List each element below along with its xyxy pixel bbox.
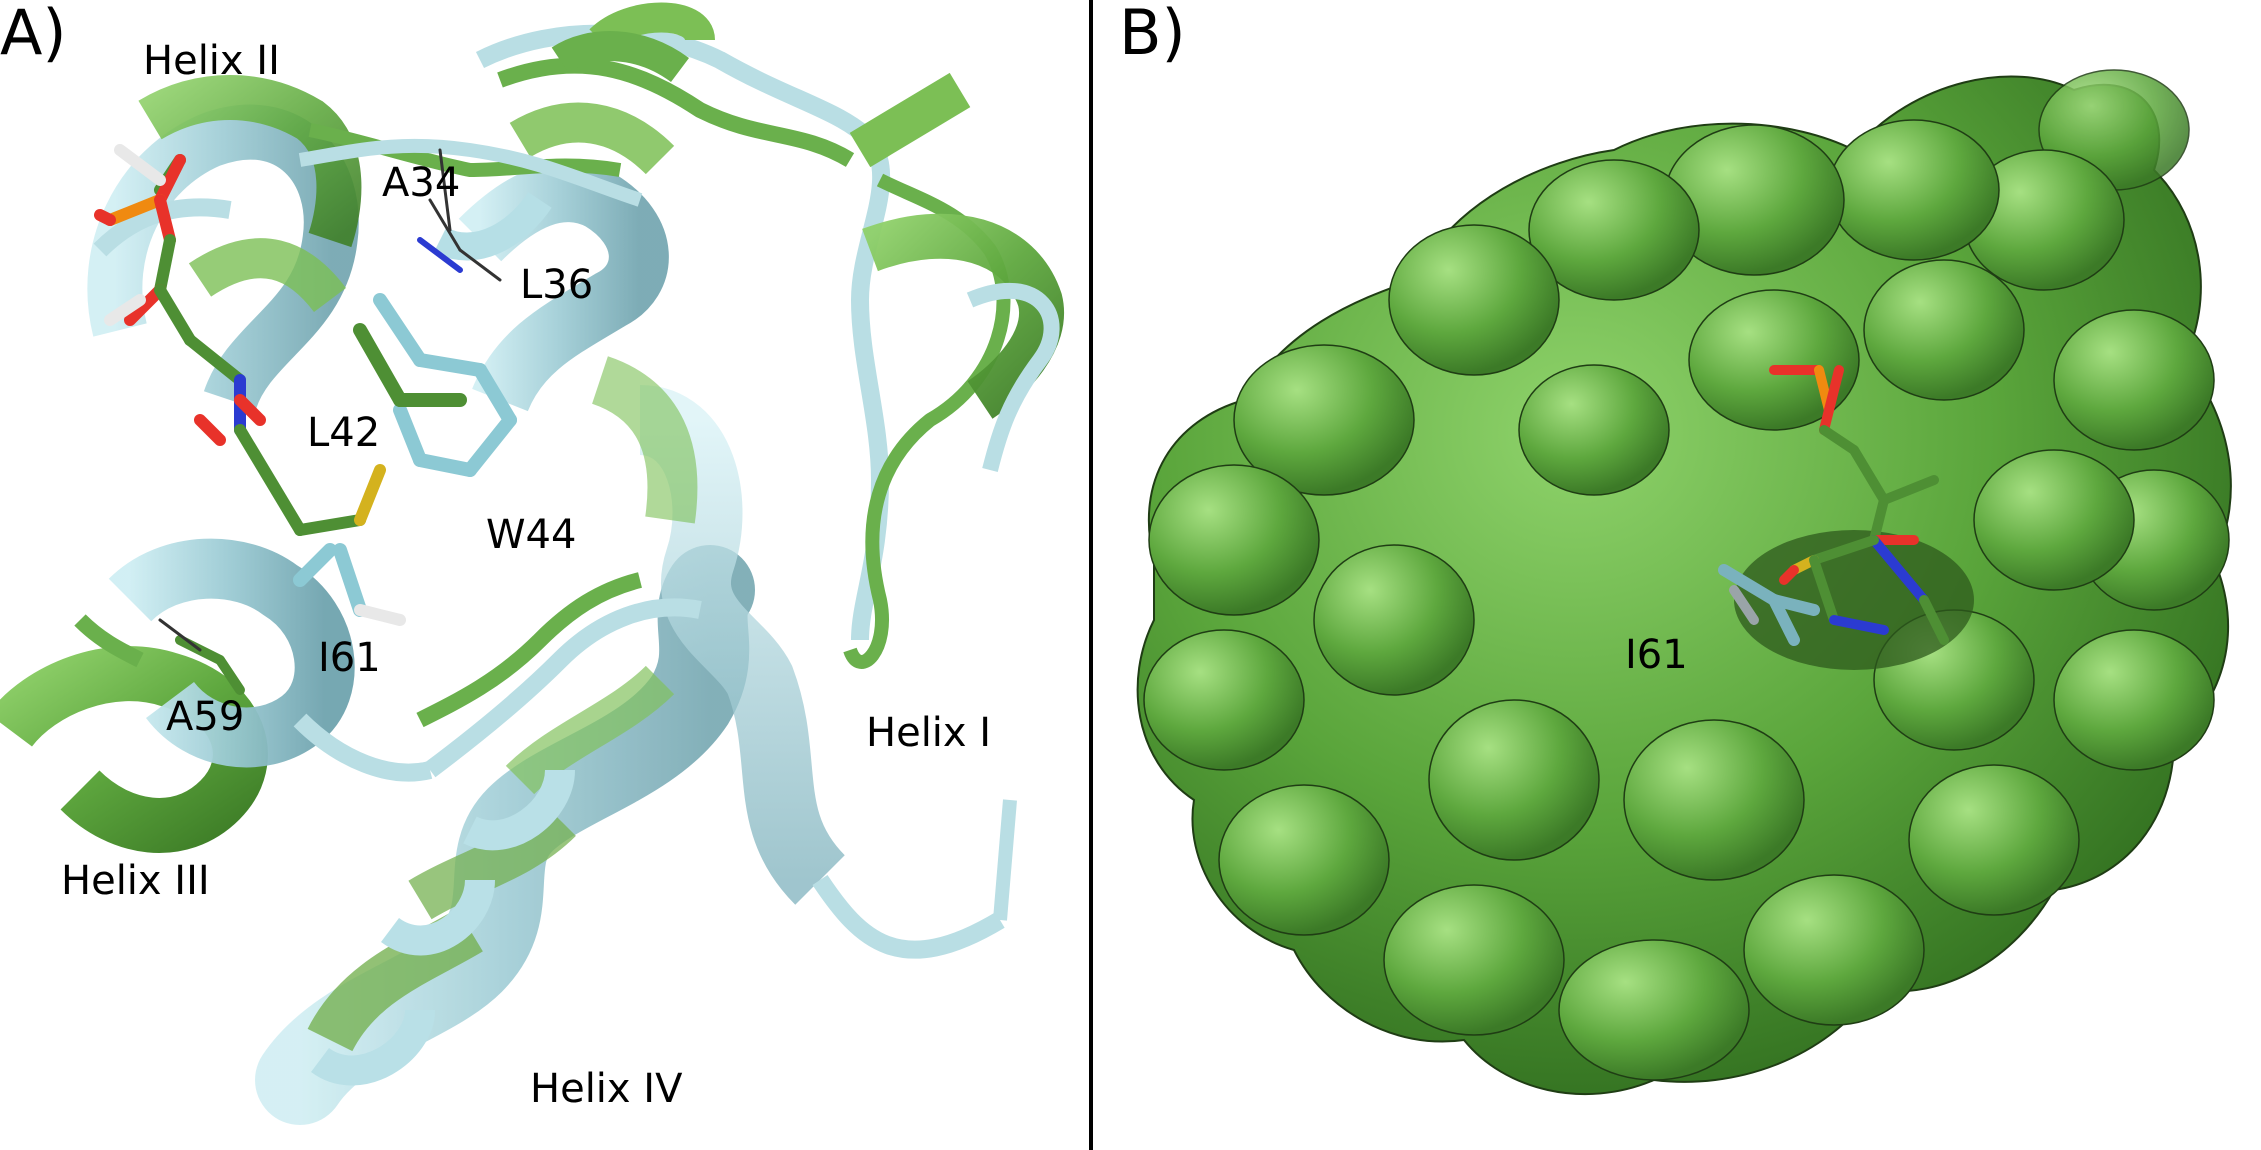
label-w44: W44 [486,512,577,558]
label-a59: A59 [166,694,245,740]
panel-divider [1089,0,1093,1150]
helix-i-ribbon [591,356,1017,959]
helix-ii-ribbon [87,75,643,411]
panel-a: A) Helix II A34 L36 L42 W44 I61 A59 Heli… [0,0,1090,1150]
surface-structure-image [1136,69,2232,1096]
loop-region-top-right [475,2,1064,669]
label-a34: A34 [382,160,461,206]
central-helix-ribbon [433,31,689,413]
label-helix-ii: Helix II [143,38,280,84]
ligand-sticks-surface [1718,365,1949,646]
label-i61-surface: I61 [1625,632,1688,678]
panel-a-letter: A) [0,0,67,69]
ribbon-structure-image [0,2,1064,1125]
label-helix-iii: Helix III [61,858,210,904]
surface-bumps [1143,69,2230,1081]
residue-sticks [158,148,517,695]
label-l36: L36 [520,262,594,308]
panel-b: B) I61 [1094,0,2261,1150]
helix-iv-ribbon [255,545,755,1125]
label-helix-iv: Helix IV [530,1066,683,1112]
label-l42: L42 [307,410,381,456]
label-i61: I61 [318,635,381,681]
helix-iii-ribbon [0,538,702,853]
label-helix-i: Helix I [866,710,992,756]
panel-b-letter: B) [1119,0,1186,69]
ligand-sticks [94,144,386,536]
